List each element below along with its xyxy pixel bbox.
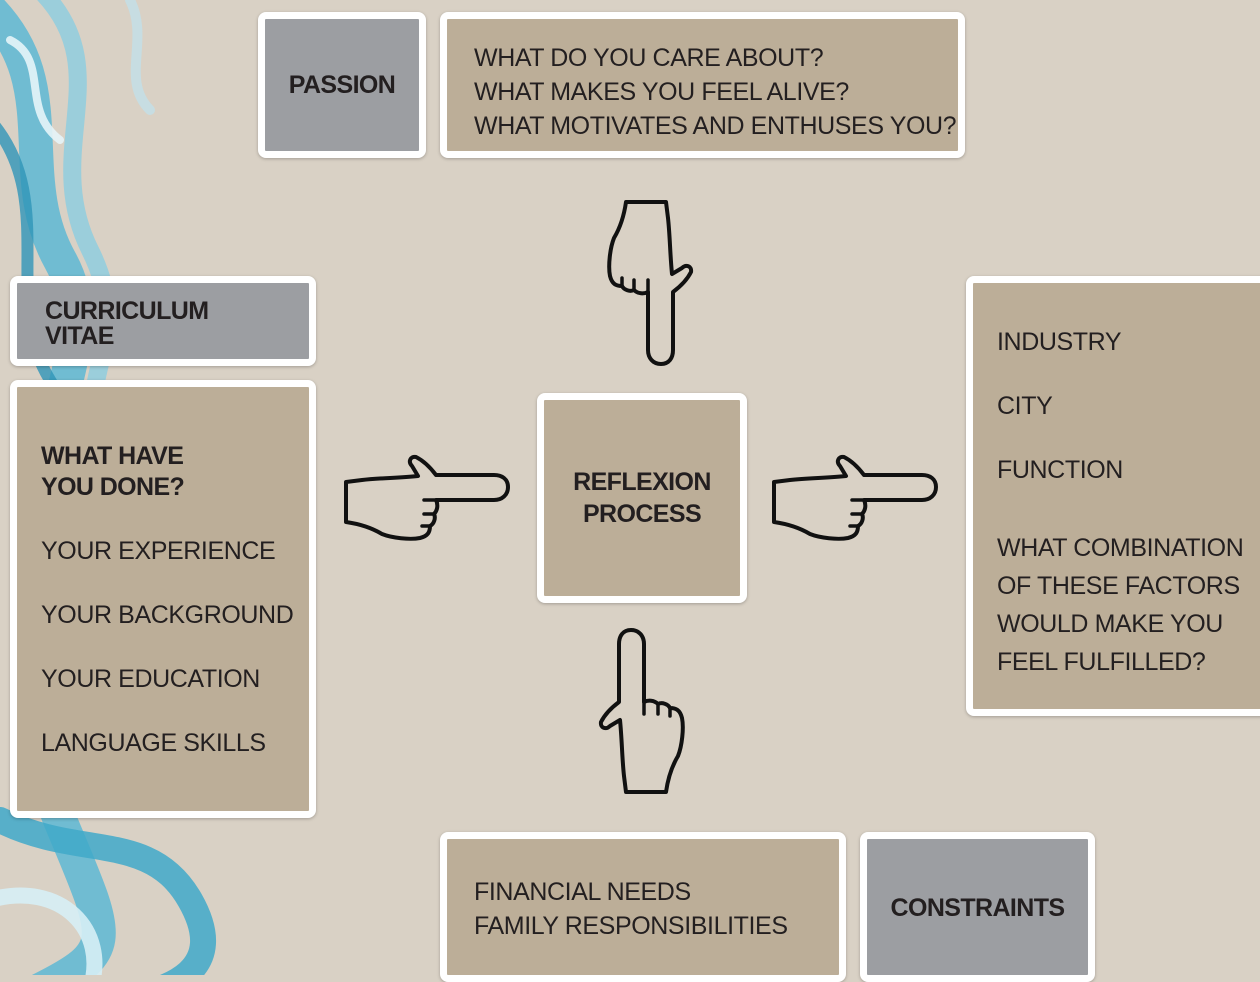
pointing-hand-right-icon (772, 454, 938, 541)
reflexion-process-box: REFLEXION PROCESS (537, 393, 747, 603)
pointing-hand-up-icon (607, 200, 694, 366)
cv-details-box: WHAT HAVE YOU DONE? YOUR EXPERIENCE YOUR… (10, 380, 316, 818)
cv-heading-line1: WHAT HAVE (41, 442, 184, 470)
cv-label-line1: CURRICULUM (45, 297, 209, 325)
constraints-label: CONSTRAINTS (890, 894, 1066, 922)
passion-questions-box: WHAT DO YOU CARE ABOUT? WHAT MAKES YOU F… (440, 12, 965, 158)
factors-question-line4: FEEL FULFILLED? (997, 648, 1206, 676)
factors-question-line2: OF THESE FACTORS (997, 572, 1240, 600)
pointing-hand-left-icon (344, 454, 510, 541)
factors-box: INDUSTRY CITY FUNCTION WHAT COMBINATION … (966, 276, 1260, 716)
passion-label-box: PASSION (258, 12, 426, 158)
cv-item-education: YOUR EDUCATION (41, 664, 260, 693)
constraint-financial: FINANCIAL NEEDS (474, 878, 691, 906)
pointing-hand-down-icon (598, 628, 685, 794)
passion-question-1: WHAT DO YOU CARE ABOUT? (474, 44, 824, 72)
factor-city: CITY (997, 392, 1053, 420)
constraints-items-box: FINANCIAL NEEDS FAMILY RESPONSIBILITIES (440, 832, 846, 982)
cv-item-background: YOUR BACKGROUND (41, 600, 294, 629)
passion-question-2: WHAT MAKES YOU FEEL ALIVE? (474, 78, 849, 106)
constraint-family: FAMILY RESPONSIBILITIES (474, 912, 788, 940)
passion-question-3: WHAT MOTIVATES AND ENTHUSES YOU? (474, 112, 957, 140)
factor-function: FUNCTION (997, 456, 1123, 484)
cv-item-experience: YOUR EXPERIENCE (41, 536, 276, 565)
passion-label: PASSION (288, 71, 396, 99)
factors-question-line1: WHAT COMBINATION (997, 534, 1244, 562)
cv-item-language: LANGUAGE SKILLS (41, 728, 266, 757)
cv-heading-line2: YOU DONE? (41, 473, 185, 502)
cv-label-box: CURRICULUM VITAE (10, 276, 316, 366)
factors-question-line3: WOULD MAKE YOU (997, 610, 1223, 638)
constraints-label-box: CONSTRAINTS (860, 832, 1095, 982)
factor-industry: INDUSTRY (997, 328, 1122, 356)
cv-label-line2: VITAE (45, 321, 114, 350)
reflexion-line2: PROCESS (582, 500, 702, 528)
reflexion-line1: REFLEXION (573, 467, 711, 496)
